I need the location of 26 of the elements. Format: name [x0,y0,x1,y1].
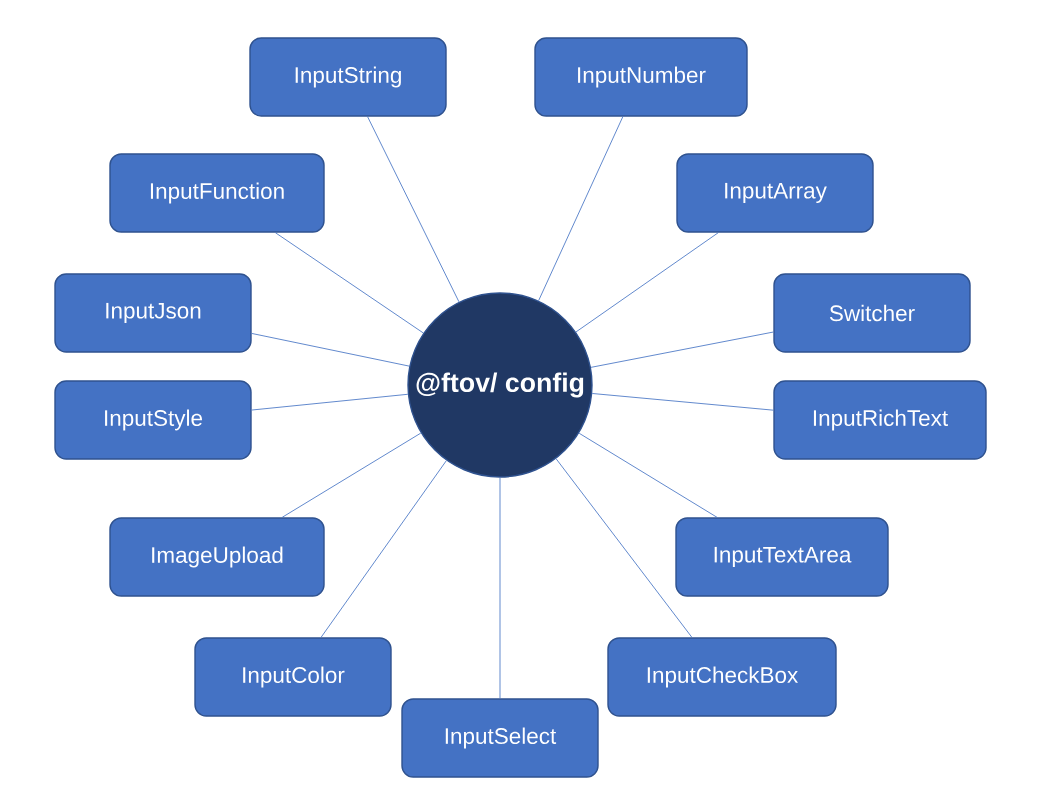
component-box: InputNumber [534,37,748,117]
component-box: InputJson [54,273,252,353]
connector-line [251,333,410,367]
component-box: InputStyle [54,380,252,460]
connector-line [499,477,501,699]
connector-line [281,432,422,518]
component-box: InputFunction [109,153,325,233]
component-box: Switcher [773,273,971,353]
component-box: InputArray [676,153,874,233]
component-box: InputColor [194,637,392,717]
connector-line [367,116,460,303]
connector-line [591,393,774,411]
connector-line [555,458,693,638]
component-box: InputString [249,37,447,117]
connector-line [578,432,718,518]
component-box: InputRichText [773,380,987,460]
connector-line [575,232,719,333]
connector-line [590,331,774,368]
connector-line [538,116,624,302]
component-box: InputSelect [401,698,599,778]
connector-line [275,232,424,334]
connector-line [320,460,447,638]
component-box: ImageUpload [109,517,325,597]
component-box: InputCheckBox [607,637,837,717]
component-box: InputTextArea [675,517,889,597]
connector-line [251,393,409,411]
